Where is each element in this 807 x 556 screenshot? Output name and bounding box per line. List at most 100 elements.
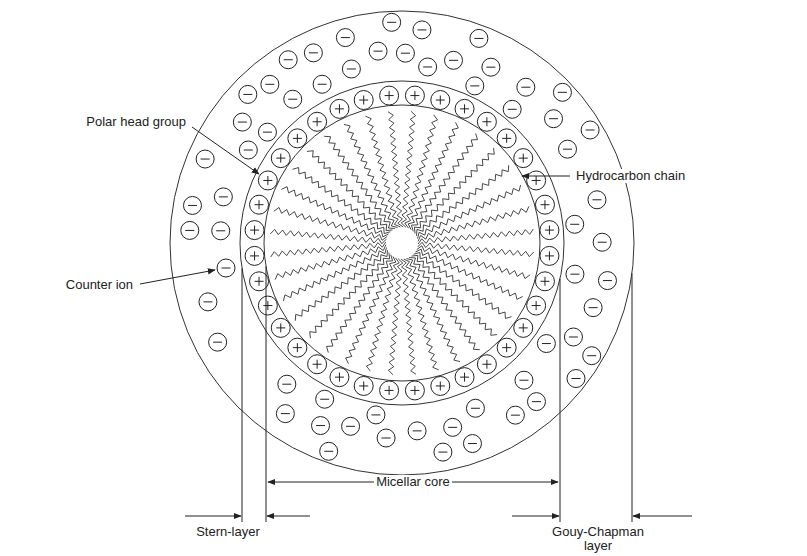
polar-head: [308, 355, 327, 374]
counter-ion: [567, 370, 585, 388]
counter-ion: [233, 113, 251, 131]
head-circle: [431, 91, 450, 110]
hydrocarbon-chain: [417, 246, 530, 279]
head-circle: [455, 368, 474, 387]
head-circle: [535, 272, 554, 291]
polar-head: [380, 381, 399, 400]
gouy-chapman-boundary: [170, 11, 634, 475]
ion-circle: [261, 75, 279, 93]
minus-sign: [468, 443, 477, 444]
polar-head: [527, 296, 546, 315]
ion-circle: [209, 333, 227, 351]
ion-circle: [419, 58, 437, 76]
plus-sign: [502, 134, 511, 143]
leader-label: Hydrocarbon chain: [574, 169, 687, 183]
counter-ion: [408, 422, 426, 440]
minus-sign: [243, 94, 252, 95]
counter-ion: [261, 75, 279, 93]
minus-sign: [281, 413, 290, 414]
minus-sign: [324, 451, 333, 452]
minus-sign: [387, 22, 396, 23]
head-circle: [258, 296, 277, 315]
ion-circle: [503, 100, 521, 118]
counter-ion: [212, 222, 230, 240]
counter-ion: [183, 196, 201, 214]
head-circle: [354, 91, 373, 110]
hydrocarbon-chain: [411, 133, 477, 231]
polar-head: [514, 149, 533, 168]
hydrocarbon-chain: [270, 229, 386, 243]
minus-sign: [401, 53, 410, 54]
plus-sign: [293, 343, 302, 352]
counter-ion: [279, 51, 297, 69]
plus-sign: [532, 301, 541, 310]
extension-line: [560, 279, 561, 522]
polar-head: [431, 91, 450, 110]
counter-ion: [593, 233, 611, 251]
polar-head: [354, 376, 373, 395]
dimension-arrow: [267, 516, 310, 517]
plus-sign: [540, 277, 549, 286]
hydrocarbon-chain: [366, 258, 399, 371]
polar-head: [527, 171, 546, 190]
minus-sign: [316, 425, 325, 426]
plus-sign: [263, 301, 272, 310]
polar-head: [535, 272, 554, 291]
head-circle: [477, 355, 496, 374]
counter-ion: [413, 21, 431, 39]
counter-ion: [559, 140, 577, 158]
ion-circle: [559, 140, 577, 158]
ion-circle: [278, 375, 296, 393]
minus-sign: [341, 37, 350, 38]
minus-sign: [486, 67, 495, 68]
head-circle: [405, 86, 424, 105]
ion-circle: [233, 113, 251, 131]
polar-head: [514, 318, 533, 337]
counter-ion: [545, 110, 563, 128]
polar-head: [477, 112, 496, 131]
minus-sign: [320, 399, 329, 400]
counter-ion: [434, 443, 452, 461]
minus-sign: [346, 426, 355, 427]
polar-head: [288, 129, 307, 148]
hydrocarbon-chain: [344, 124, 398, 227]
ion-circle: [183, 196, 201, 214]
ion-circle: [434, 443, 452, 461]
ion-circle: [279, 51, 297, 69]
ion-circle: [396, 44, 414, 62]
hydrocarbon-chain: [401, 111, 415, 227]
hydrocarbon-chain: [283, 247, 386, 301]
hydrocarbon-chain: [388, 112, 403, 227]
plus-sign: [313, 360, 322, 369]
minus-sign: [382, 438, 391, 439]
polar-head: [380, 86, 399, 105]
head-circle: [527, 171, 546, 190]
plus-sign: [250, 226, 259, 235]
minus-sign: [511, 415, 520, 416]
minus-sign: [201, 159, 210, 160]
extension-line: [242, 268, 243, 522]
ion-circle: [212, 222, 230, 240]
minus-sign: [587, 355, 596, 356]
minus-sign: [417, 29, 426, 30]
minus-sign: [603, 280, 612, 281]
hydrocarbon-chain: [346, 256, 396, 363]
polar-head: [245, 221, 264, 240]
extension-lines: [242, 266, 632, 522]
dimension-arrow: [512, 516, 559, 517]
head-circle: [497, 338, 516, 357]
counter-ion: [482, 58, 500, 76]
counter-ion: [276, 405, 294, 423]
leader-line: [192, 127, 259, 174]
dimension-label: Stern-layer: [194, 525, 262, 539]
polar-head: [497, 129, 516, 148]
dimension-lines: [140, 127, 692, 516]
leader-label: Polar head group: [84, 115, 188, 129]
plus-sign: [545, 251, 554, 260]
plus-sign: [276, 323, 285, 332]
minus-sign: [185, 230, 194, 231]
head-circle: [258, 171, 277, 190]
head-circle: [330, 99, 349, 118]
head-circle: [288, 129, 307, 148]
counter-ion: [304, 44, 322, 62]
